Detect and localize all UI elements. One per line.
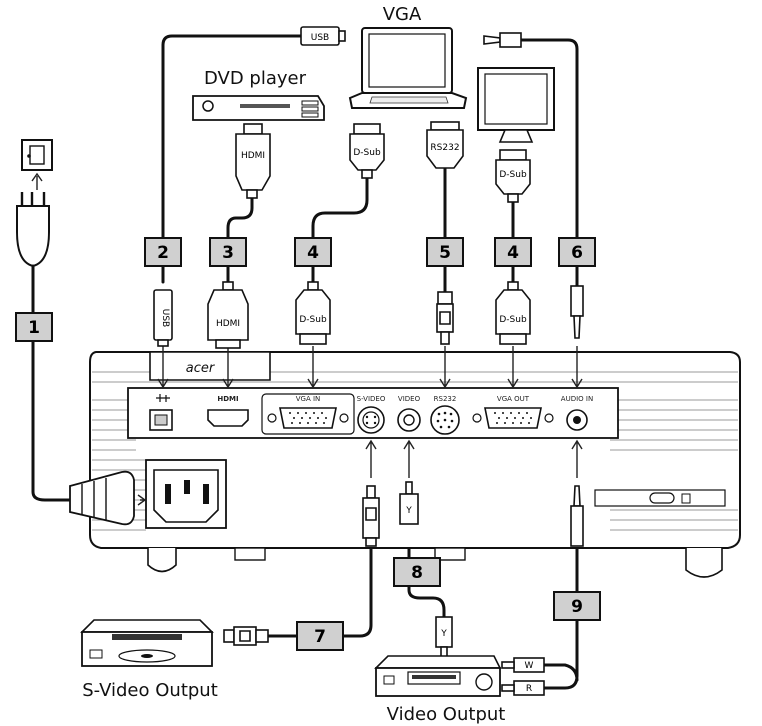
video-output-device-icon	[374, 655, 502, 697]
rca-audio-pair: W R	[501, 657, 545, 696]
cable-number-4-right: 4	[494, 237, 532, 267]
rca-y-label-1: Y	[405, 506, 412, 516]
vga-in-cable	[311, 176, 369, 284]
vga-out-port[interactable]: VGA OUT	[472, 395, 554, 429]
hdmi-label: HDMI	[216, 319, 240, 329]
arrow-up-icon	[31, 172, 43, 190]
power-plug-icon	[16, 192, 50, 268]
svideo-port-label: S-VIDEO	[357, 395, 386, 403]
usb-label: USB	[160, 309, 170, 327]
dsub-laptop-label: D-Sub	[353, 148, 381, 158]
rca-plug-video: Y	[399, 481, 419, 525]
cable-number-7: 7	[296, 621, 344, 651]
usb-symbol-icon	[156, 394, 170, 402]
cable-number-6-text: 6	[571, 243, 583, 263]
rca-y-label-2: Y	[440, 629, 447, 639]
monitor-icon	[477, 67, 555, 143]
rs232-plug: RS232	[426, 121, 464, 169]
cable-number-9: 9	[553, 591, 601, 621]
usb-port[interactable]	[149, 394, 173, 431]
rca-r-label: R	[526, 684, 532, 694]
cable-number-2-text: 2	[157, 243, 169, 263]
cable-number-4-right-text: 4	[507, 243, 519, 263]
video-port[interactable]: VIDEO	[397, 395, 421, 432]
power-outlet-icon	[21, 139, 53, 171]
svideo-plug	[362, 485, 380, 547]
dvd-player-icon	[192, 95, 325, 121]
audio-jack	[570, 285, 584, 339]
hdmi-plug: HDMI	[207, 281, 249, 349]
usb-plug-top: USB	[300, 26, 346, 46]
hdmi-port-label: HDMI	[217, 395, 238, 403]
svideo-output-label: S-Video Output	[82, 680, 218, 701]
rca-plug-video-lower: Y	[435, 616, 453, 660]
cable-number-1: 1	[15, 312, 53, 342]
laptop-label: VGA	[383, 4, 422, 25]
audio-in-port-label: AUDIO IN	[561, 395, 593, 403]
laptop-icon	[348, 27, 468, 109]
cable-number-2: 2	[144, 237, 182, 267]
dsub-vga-out-label: D-Sub	[499, 315, 527, 325]
usb-plug: USB	[153, 289, 173, 347]
cable-number-5-text: 5	[439, 243, 451, 263]
usb-top-label: USB	[311, 33, 329, 43]
dsub-plug-laptop: D-Sub	[349, 123, 385, 179]
svideo-cable	[266, 543, 373, 638]
cable-number-7-text: 7	[314, 627, 326, 647]
power-inlet[interactable]	[145, 459, 227, 529]
video-cable	[407, 524, 446, 619]
usb-cable	[161, 34, 303, 284]
projector-brand: acer	[186, 361, 216, 376]
dvd-player-label: DVD player	[204, 68, 307, 89]
video-port-label: VIDEO	[398, 395, 421, 403]
video-output-label: Video Output	[387, 704, 506, 725]
hdmi-port[interactable]: HDMI	[207, 395, 249, 427]
audio-jack-top	[483, 32, 522, 48]
rca-w-label: W	[525, 661, 534, 671]
cable-number-1-text: 1	[28, 318, 40, 338]
rs232-mini-din-plug	[436, 291, 454, 345]
cable-number-8-text: 8	[411, 563, 423, 583]
hdmi-top-label: HDMI	[241, 151, 265, 161]
cable-number-6: 6	[558, 237, 596, 267]
power-cable	[31, 264, 72, 502]
vga-out-label: VGA OUT	[497, 395, 530, 403]
dsub-monitor-label: D-Sub	[499, 170, 527, 180]
hdmi-cable	[226, 196, 254, 284]
cable-number-4-left: 4	[294, 237, 332, 267]
cable-number-9-text: 9	[571, 597, 583, 617]
port-arrows	[137, 346, 583, 506]
audio-output-cable	[542, 544, 579, 690]
dsub-plug-vga-in: D-Sub	[295, 281, 331, 345]
cable-number-3-text: 3	[222, 243, 234, 263]
rs232-port-label: RS232	[434, 395, 457, 403]
svideo-plug-left	[223, 626, 269, 646]
power-cord-connector-icon	[69, 470, 135, 526]
cable-number-3: 3	[209, 237, 247, 267]
vcr-icon	[80, 619, 214, 667]
audio-cable	[519, 38, 579, 288]
vga-in-label: VGA IN	[296, 395, 321, 403]
audio-in-port[interactable]: AUDIO IN	[561, 395, 593, 431]
rs232-label: RS232	[430, 143, 459, 153]
dsub-plug-monitor: D-Sub	[495, 149, 531, 203]
vga-in-port[interactable]: VGA IN	[267, 395, 349, 429]
audio-plug-lower	[570, 485, 584, 547]
cable-number-4-left-text: 4	[307, 243, 319, 263]
hdmi-plug-top: HDMI	[235, 123, 271, 199]
dsub-plug-vga-out: D-Sub	[495, 281, 531, 345]
dsub-vga-in-label: D-Sub	[299, 315, 327, 325]
cable-number-5: 5	[426, 237, 464, 267]
cable-number-8: 8	[393, 557, 441, 587]
svideo-port[interactable]: S-VIDEO	[357, 395, 386, 434]
rs232-port[interactable]: RS232	[430, 395, 460, 435]
